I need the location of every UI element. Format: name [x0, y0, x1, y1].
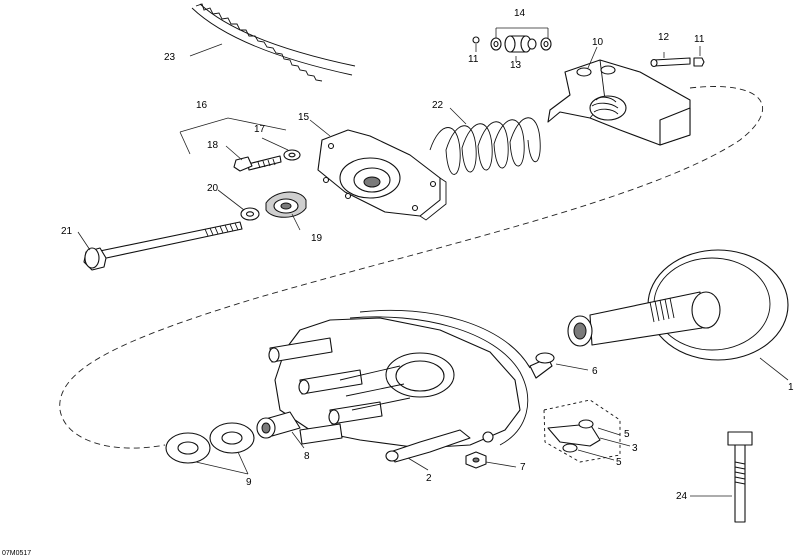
callout-17: 17 [254, 124, 266, 135]
callout-24: 24 [676, 491, 688, 502]
callout-21: 21 [61, 226, 73, 237]
callout-2: 2 [426, 473, 432, 484]
callout-12: 12 [658, 32, 670, 43]
callout-11-right: 11 [694, 34, 705, 45]
callout-1: 1 [788, 382, 794, 393]
spider-10[interactable] [547, 59, 691, 146]
callout-6: 6 [592, 366, 598, 377]
callout-7: 7 [520, 462, 526, 473]
callout-18: 18 [207, 140, 219, 151]
washer-9-right[interactable] [209, 422, 255, 454]
fixed-sheave-1[interactable] [567, 249, 789, 361]
callout-15: 15 [298, 112, 310, 123]
bolt-24[interactable] [727, 431, 753, 523]
washer-9-left[interactable] [165, 432, 211, 464]
callout-20: 20 [207, 183, 219, 194]
callout-5-lower: 5 [616, 457, 622, 468]
bushing-8[interactable] [256, 411, 301, 439]
pin-12[interactable] [650, 57, 691, 68]
washer-5-lower[interactable] [562, 443, 578, 453]
callout-16: 16 [196, 100, 208, 111]
screw-18[interactable] [233, 155, 282, 172]
belt-path-outline [59, 86, 763, 449]
callout-13: 13 [510, 60, 522, 71]
callout-23: 23 [164, 52, 176, 63]
callout-3: 3 [632, 443, 638, 454]
callout-19: 19 [311, 233, 323, 244]
washer-20[interactable] [240, 207, 260, 221]
cap-11-left[interactable] [472, 36, 480, 44]
callout-9: 9 [246, 477, 252, 488]
cap-11-right[interactable] [693, 57, 705, 67]
roller-arm-2[interactable] [385, 429, 471, 463]
roller-13[interactable] [490, 35, 552, 53]
callout-11-left: 11 [468, 54, 479, 65]
callout-5-upper: 5 [624, 429, 630, 440]
bushing-19[interactable] [265, 191, 307, 218]
diagram-code: 07M0517 [2, 550, 31, 557]
callout-10: 10 [592, 37, 604, 48]
leader-lines [77, 27, 789, 497]
bolt-21[interactable] [83, 221, 243, 271]
movable-sheave-housing[interactable] [268, 309, 531, 449]
drive-belt-23[interactable] [191, 3, 356, 82]
nut-7[interactable] [465, 451, 487, 469]
spring-22[interactable] [429, 117, 541, 175]
callout-8: 8 [304, 451, 310, 462]
washer-5-upper[interactable] [578, 419, 594, 429]
washer-17[interactable] [283, 149, 301, 161]
cover-plate-15[interactable] [317, 129, 447, 221]
callout-22: 22 [432, 100, 444, 111]
bolt-6[interactable] [529, 352, 555, 379]
callout-14: 14 [514, 8, 526, 19]
